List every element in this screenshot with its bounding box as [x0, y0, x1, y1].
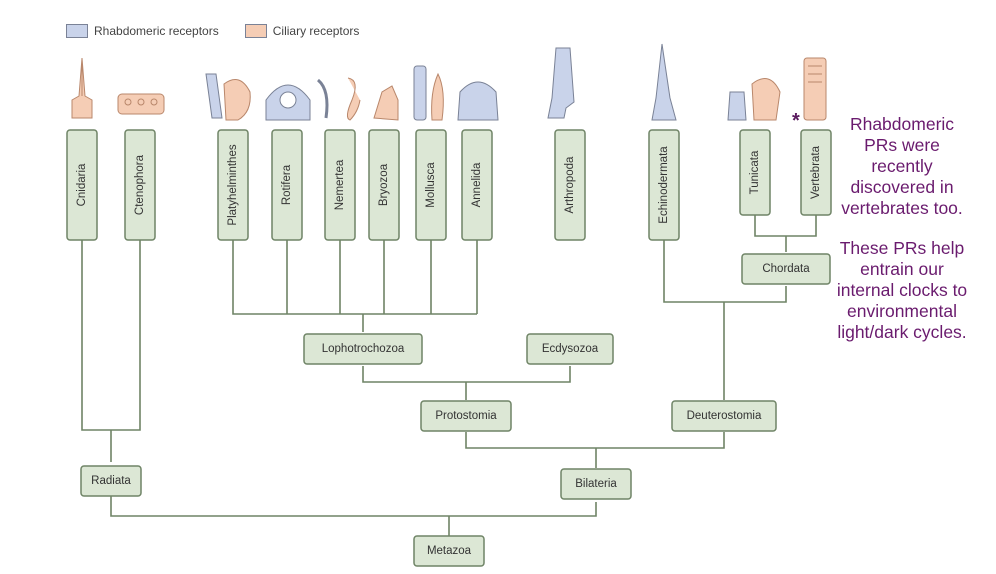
- phylum-label: Ctenophora: [134, 154, 146, 215]
- receptor-illustrations: [71, 43, 827, 121]
- vertebrata-marker: *: [792, 110, 800, 132]
- phylum-label: Nemertea: [334, 159, 346, 210]
- ctenophora-receptor-icon: [117, 93, 165, 115]
- ciliary-swatch: [244, 24, 267, 38]
- phylum-arthropoda: Arthropoda: [554, 129, 586, 241]
- clade-metazoa: Metazoa: [413, 535, 485, 567]
- phylum-vertebrata: Vertebrata: [800, 129, 832, 216]
- phylum-label: Mollusca: [425, 162, 437, 208]
- phylum-label: Bryozoa: [378, 163, 390, 206]
- branch-bilateria: [465, 432, 725, 468]
- legend-label-rhabdomeric: Rhabdomeric receptors: [94, 24, 219, 38]
- clade-label: Chordata: [762, 263, 810, 275]
- clade-label: Deuterostomia: [687, 410, 762, 422]
- tree-branches: [81, 215, 817, 536]
- phylum-label: Annelida: [471, 162, 483, 207]
- clade-label: Bilateria: [575, 478, 617, 490]
- branch-chordata: [754, 215, 817, 252]
- bryozoa-receptor-icon: [373, 85, 399, 121]
- note-paragraph-2: These PRs help entrain our internal cloc…: [836, 238, 968, 342]
- tunicata-receptor-icon: [727, 78, 781, 121]
- clade-chordata: Chordata: [741, 253, 831, 285]
- clade-bilateria: Bilateria: [560, 468, 632, 500]
- branch-metazoa: [110, 496, 597, 536]
- phylum-bryozoa: Bryozoa: [368, 129, 400, 241]
- arthropoda-receptor-icon: [547, 47, 575, 119]
- legend-label-ciliary: Ciliary receptors: [272, 24, 360, 38]
- phylum-echinodermata: Echinodermata: [648, 129, 680, 241]
- clade-label: Ecdysozoa: [542, 343, 599, 355]
- rotifera-receptor-icon: [265, 84, 311, 121]
- vertebrata-receptor-icon: [803, 57, 827, 121]
- clade-radiata: Radiata: [80, 465, 142, 497]
- phylum-label: Tunicata: [749, 150, 761, 194]
- legend: Rhabdomeric receptors Ciliary receptors: [66, 24, 385, 38]
- phylum-mollusca: Mollusca: [415, 129, 447, 241]
- clade-lophotrochozoa: Lophotrochozoa: [303, 333, 423, 365]
- phylum-label: Vertebrata: [810, 145, 822, 199]
- rhabdomeric-swatch: [66, 24, 88, 38]
- branch-radiata: [81, 240, 141, 462]
- phylum-tunicata: Tunicata: [739, 129, 771, 216]
- phylum-cnidaria: Cnidaria: [66, 129, 98, 241]
- branch-lophotrochozoa: [232, 240, 478, 332]
- phylum-rotifera: Rotifera: [271, 129, 303, 241]
- platyhelminthes-receptor-icon: [205, 73, 251, 121]
- phylum-label: Cnidaria: [76, 163, 88, 206]
- annelida-receptor-icon: [457, 81, 499, 121]
- phylum-annelida: Annelida: [461, 129, 493, 241]
- clade-label: Radiata: [91, 475, 131, 487]
- clade-deuterostomia: Deuterostomia: [671, 400, 777, 432]
- cnidaria-receptor-icon: [71, 57, 93, 119]
- nemertea-receptor-icon: [316, 77, 361, 121]
- branch-protostomia: [362, 366, 571, 400]
- clade-label: Lophotrochozoa: [322, 343, 405, 355]
- legend-item-ciliary: Ciliary receptors: [244, 24, 360, 38]
- note-paragraph-1: Rhabdomeric PRs were recently discovered…: [841, 114, 963, 218]
- clade-label: Protostomia: [435, 410, 497, 422]
- phylum-ctenophora: Ctenophora: [124, 129, 156, 241]
- phylum-label: Platyhelminthes: [227, 144, 239, 225]
- branch-deuterostomia: [663, 240, 787, 400]
- phylum-boxes: Cnidaria Ctenophora Platyhelminthes Rotifer…: [66, 129, 832, 241]
- clade-ecdysozoa: Ecdysozoa: [526, 333, 614, 365]
- phylum-platyhelminthes: Platyhelminthes: [217, 129, 249, 241]
- phylum-nemertea: Nemertea: [324, 129, 356, 241]
- clade-protostomia: Protostomia: [420, 400, 512, 432]
- annotation-note: Rhabdomeric PRs were recently discovered…: [836, 114, 968, 362]
- legend-item-rhabdomeric: Rhabdomeric receptors: [66, 24, 219, 38]
- echinodermata-receptor-icon: [651, 43, 677, 121]
- clade-label: Metazoa: [427, 545, 472, 557]
- phylum-label: Echinodermata: [658, 146, 670, 224]
- phylum-label: Rotifera: [281, 164, 293, 205]
- phylum-label: Arthropoda: [564, 156, 576, 214]
- mollusca-receptor-icon: [413, 65, 444, 121]
